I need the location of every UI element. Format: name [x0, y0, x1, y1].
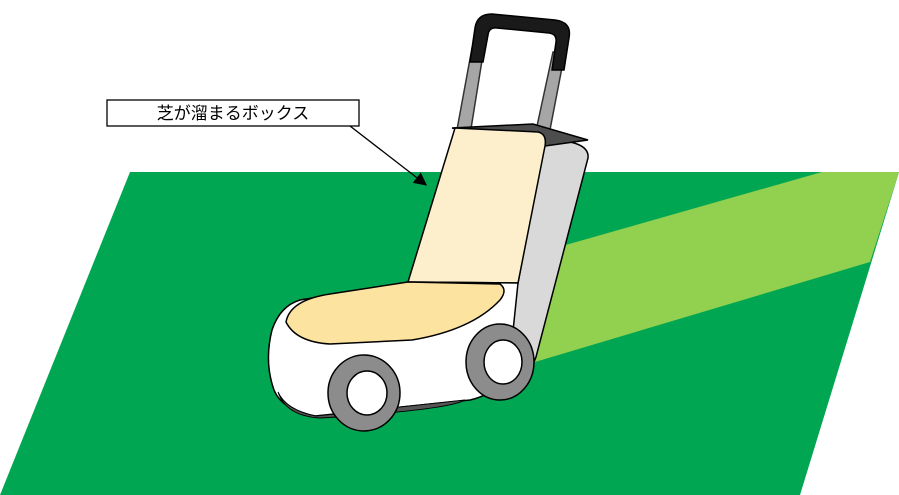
- collection-box: [406, 127, 547, 284]
- front-wheel-hub: [346, 370, 388, 416]
- rear-wheel-hub: [483, 339, 523, 385]
- mowed-stripe: [535, 172, 899, 362]
- handle-grip: [469, 13, 571, 71]
- rear-wheel: [465, 323, 535, 401]
- callout-box: [106, 99, 360, 127]
- callout-arrow: [349, 125, 428, 186]
- callout-label: 芝が溜まるボックス: [157, 104, 310, 124]
- mower-handle: [455, 13, 571, 141]
- mower-seat: [285, 281, 505, 345]
- front-wheel: [327, 354, 401, 432]
